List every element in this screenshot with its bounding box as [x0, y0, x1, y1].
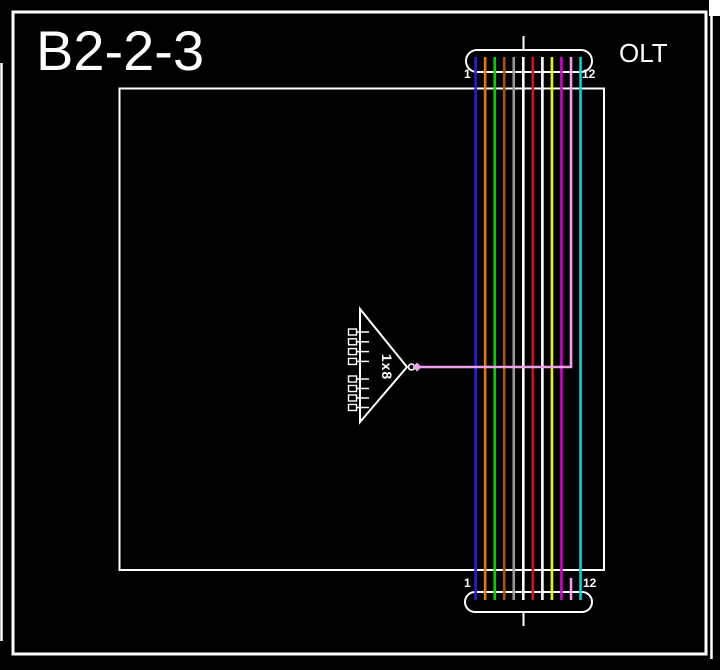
splitter-symbol[interactable]: 1x8: [347, 306, 422, 425]
bottom-cable-connector[interactable]: 1 12: [464, 576, 597, 626]
splitter-port-7-terminal[interactable]: [347, 394, 358, 402]
splitter-ports-group: [347, 328, 369, 412]
splitter-port-6-terminal[interactable]: [347, 384, 358, 393]
node-frame: [11, 10, 708, 656]
top-connector-label-12: 12: [582, 67, 596, 81]
page-title: B2-2-3: [36, 19, 204, 82]
top-connector-body: [465, 49, 593, 73]
top-right-edge-artifact: [709, 0, 720, 16]
top-cable-connector[interactable]: 1 12: [464, 36, 596, 81]
fiber-lines-group: [417, 57, 582, 600]
splitter-port-8-terminal[interactable]: [347, 403, 358, 412]
bottom-connector-label-1: 1: [464, 576, 471, 590]
bottom-connector-label-12: 12: [583, 576, 597, 590]
splitter-port-1-terminal[interactable]: [347, 328, 358, 336]
splitter-port-3-terminal[interactable]: [347, 347, 358, 356]
top-connector-label-1: 1: [464, 67, 471, 81]
olt-label: OLT: [619, 38, 668, 68]
bottom-connector-body: [464, 591, 593, 613]
fiber-11-rose-to-splitter[interactable]: [417, 57, 573, 369]
splitter-port-4-terminal[interactable]: [347, 357, 358, 366]
splitter-triangle: [359, 306, 409, 425]
splice-diamond-icon: [412, 362, 422, 372]
splitter-port-5-terminal[interactable]: [347, 375, 358, 383]
junction-box[interactable]: [118, 87, 605, 571]
splitter-ratio-label: 1x8: [379, 354, 395, 380]
splitter-port-2-terminal[interactable]: [347, 338, 358, 346]
